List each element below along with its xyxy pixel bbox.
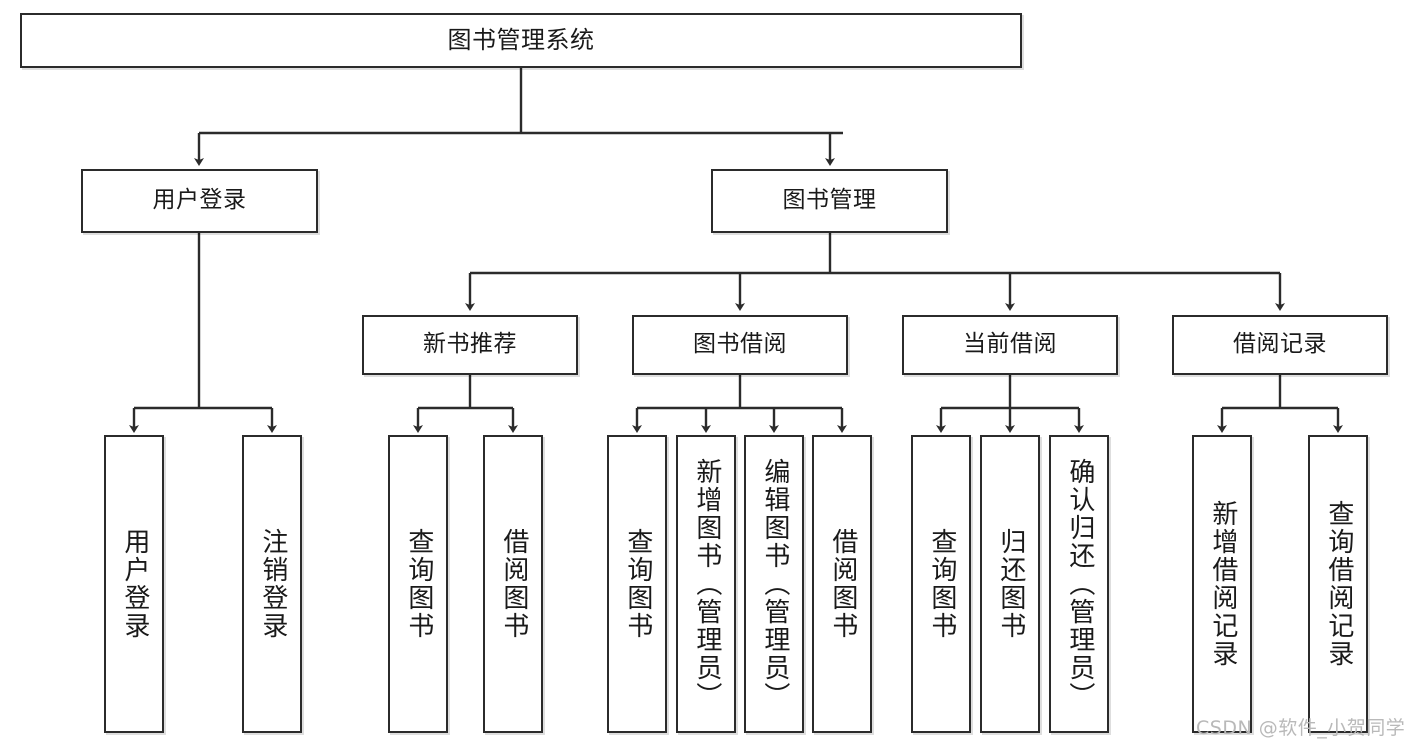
node-leaf-borrow-book-2[interactable]: 借阅图书 (812, 435, 872, 733)
node-root[interactable]: 图书管理系统 (20, 13, 1022, 68)
node-current-borrow[interactable]: 当前借阅 (902, 315, 1118, 375)
node-book-manage[interactable]: 图书管理 (711, 169, 948, 233)
node-root-label: 图书管理系统 (447, 26, 595, 55)
node-leaf-confirm-return[interactable]: 确认归还（管理员） (1049, 435, 1109, 733)
node-leaf-add-record-label: 新增借阅记录 (1207, 500, 1238, 668)
node-book-borrow-label: 图书借阅 (693, 331, 787, 358)
node-leaf-logout-login[interactable]: 注销登录 (242, 435, 302, 733)
node-leaf-query-book-1[interactable]: 查询图书 (388, 435, 448, 733)
node-leaf-borrow-book-1-label: 借阅图书 (498, 528, 529, 640)
node-leaf-query-book-1-label: 查询图书 (403, 528, 434, 640)
node-book-manage-label: 图书管理 (782, 187, 877, 214)
node-leaf-user-login-label: 用户登录 (119, 528, 150, 640)
csdn-watermark: CSDN @软件_小贺同学 (1196, 717, 1405, 739)
node-borrow-record[interactable]: 借阅记录 (1172, 315, 1388, 375)
node-leaf-query-book-2-label: 查询图书 (622, 528, 653, 640)
node-leaf-query-record[interactable]: 查询借阅记录 (1308, 435, 1368, 733)
node-user-login[interactable]: 用户登录 (81, 169, 318, 233)
node-leaf-query-record-label: 查询借阅记录 (1323, 500, 1354, 668)
node-new-book-recommend-label: 新书推荐 (423, 331, 517, 358)
node-leaf-borrow-book-1[interactable]: 借阅图书 (483, 435, 543, 733)
node-leaf-logout-login-label: 注销登录 (257, 528, 288, 640)
node-leaf-add-record[interactable]: 新增借阅记录 (1192, 435, 1252, 733)
node-borrow-record-label: 借阅记录 (1233, 331, 1327, 358)
node-current-borrow-label: 当前借阅 (963, 331, 1057, 358)
node-new-book-recommend[interactable]: 新书推荐 (362, 315, 578, 375)
node-leaf-return-book[interactable]: 归还图书 (980, 435, 1040, 733)
node-leaf-add-book-label: 新增图书（管理员） (691, 458, 722, 710)
node-book-borrow[interactable]: 图书借阅 (632, 315, 848, 375)
node-leaf-add-book[interactable]: 新增图书（管理员） (676, 435, 736, 733)
node-leaf-user-login[interactable]: 用户登录 (104, 435, 164, 733)
node-leaf-query-book-3[interactable]: 查询图书 (911, 435, 971, 733)
node-leaf-confirm-return-label: 确认归还（管理员） (1064, 458, 1095, 710)
node-leaf-edit-book[interactable]: 编辑图书（管理员） (744, 435, 804, 733)
node-leaf-query-book-3-label: 查询图书 (926, 528, 957, 640)
node-leaf-borrow-book-2-label: 借阅图书 (827, 528, 858, 640)
node-leaf-return-book-label: 归还图书 (995, 528, 1026, 640)
node-leaf-query-book-2[interactable]: 查询图书 (607, 435, 667, 733)
node-leaf-edit-book-label: 编辑图书（管理员） (759, 458, 790, 710)
node-user-login-label: 用户登录 (152, 187, 247, 214)
